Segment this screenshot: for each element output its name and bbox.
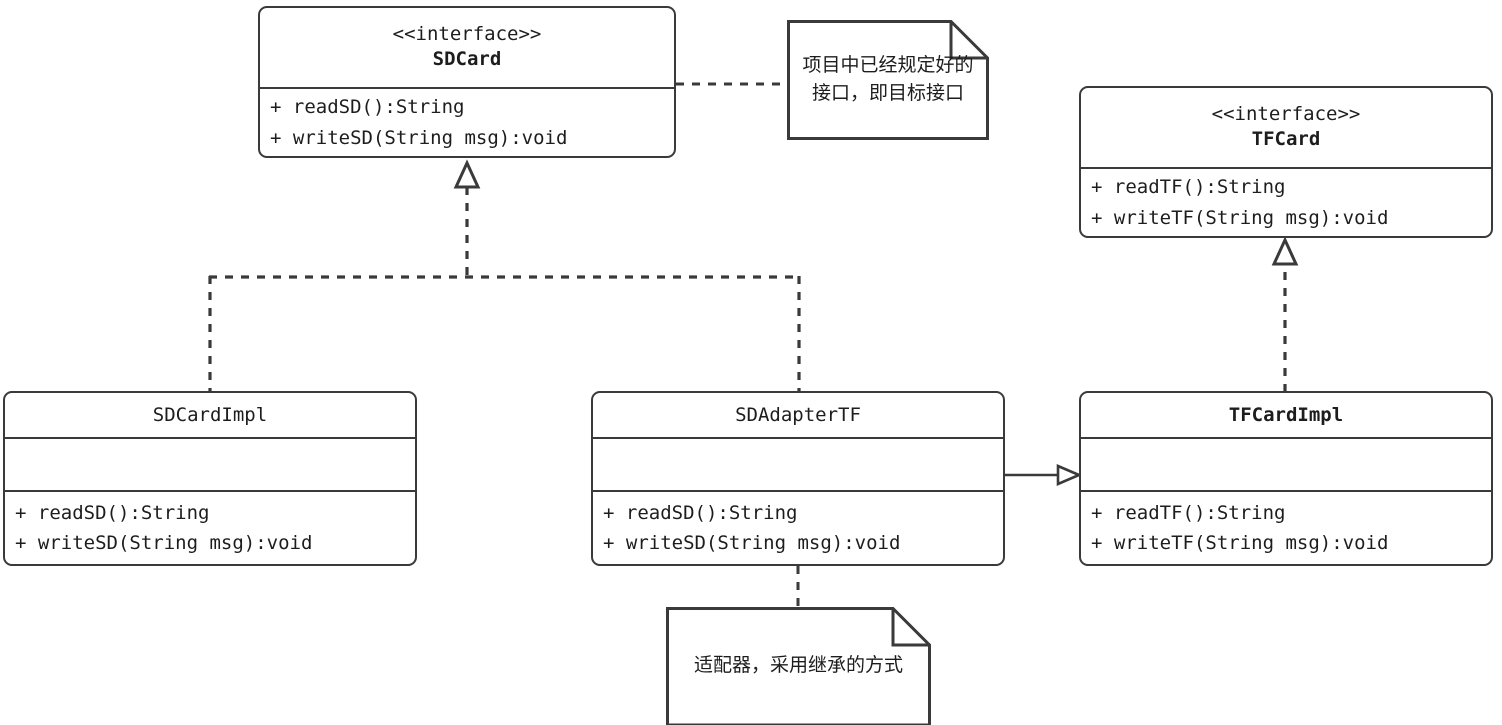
class-name: SDAdapterTF [735, 403, 861, 426]
method-item: + readSD():String [270, 96, 465, 119]
note-target-interface[interactable]: 项目中已经规定好的 接口，即目标接口 [787, 20, 989, 140]
class-methods-sdcard: + readSD():String + writeSD(String msg):… [260, 87, 674, 156]
hollow-triangle-arrowhead-icon [453, 159, 481, 189]
edge-realization-tfcardimpl-to-tfcard [1271, 236, 1299, 392]
class-methods-sdcardimpl: + readSD():String + writeSD(String msg):… [5, 490, 415, 564]
class-header-tfcard: <<interface>> TFCard [1081, 88, 1491, 167]
open-triangle-arrowhead-icon [1056, 464, 1083, 486]
class-box-tfcardimpl[interactable]: TFCardImpl + readTF():String + writeTF(S… [1079, 391, 1493, 566]
class-header-tfcardimpl: TFCardImpl [1081, 393, 1491, 437]
class-attributes-sdadaptertf [593, 437, 1003, 490]
method-item: + readSD():String [15, 501, 210, 524]
class-header-sdcardimpl: SDCardImpl [5, 393, 415, 437]
note-line: 适配器，采用继承的方式 [693, 654, 903, 677]
note-line: 接口，即目标接口 [811, 82, 964, 104]
class-name: TFCard [1251, 128, 1321, 151]
class-name: SDCardImpl [152, 403, 268, 426]
method-item: + writeSD(String msg):void [15, 532, 313, 554]
class-stereotype: <<interface>> [392, 23, 542, 46]
hollow-triangle-arrowhead-icon [1271, 236, 1299, 266]
class-header-sdadaptertf: SDAdapterTF [593, 393, 1003, 437]
note-line: 项目中已经规定好的 [802, 54, 974, 77]
class-methods-tfcardimpl: + readTF():String + writeTF(String msg):… [1081, 490, 1491, 564]
method-item: + writeSD(String msg):void [270, 126, 568, 149]
note-shape-icon [666, 607, 931, 725]
class-name: SDCard [432, 48, 502, 71]
class-name: TFCardImpl [1228, 403, 1344, 426]
edge-association-sdadaptertf-to-tfcardimpl [1004, 464, 1083, 486]
class-box-sdcard[interactable]: <<interface>> SDCard + readSD():String +… [258, 6, 676, 158]
class-methods-tfcard: + readTF():String + writeTF(String msg):… [1081, 167, 1491, 236]
note-text: 项目中已经规定好的 接口，即目标接口 [787, 20, 989, 140]
note-shape-icon [787, 20, 989, 140]
class-methods-sdadaptertf: + readSD():String + writeSD(String msg):… [593, 490, 1003, 564]
class-box-tfcard[interactable]: <<interface>> TFCard + readTF():String +… [1079, 86, 1493, 238]
class-header-sdcard: <<interface>> SDCard [260, 8, 674, 87]
edge-realization-to-sdcard [208, 159, 801, 392]
method-item: + writeTF(String msg):void [1091, 532, 1389, 554]
class-stereotype: <<interface>> [1211, 103, 1361, 126]
method-item: + readTF():String [1091, 176, 1286, 199]
note-text: 适配器，采用继承的方式 [666, 607, 931, 725]
method-item: + writeSD(String msg):void [603, 532, 901, 554]
class-box-sdcardimpl[interactable]: SDCardImpl + readSD():String + writeSD(S… [3, 391, 417, 566]
method-item: + writeTF(String msg):void [1091, 206, 1389, 229]
class-attributes-sdcardimpl [5, 437, 415, 490]
note-adapter[interactable]: 适配器，采用继承的方式 [666, 607, 931, 725]
class-box-sdadaptertf[interactable]: SDAdapterTF + readSD():String + writeSD(… [591, 391, 1005, 566]
method-item: + readTF():String [1091, 501, 1286, 524]
method-item: + readSD():String [603, 501, 798, 524]
class-attributes-tfcardimpl [1081, 437, 1491, 490]
